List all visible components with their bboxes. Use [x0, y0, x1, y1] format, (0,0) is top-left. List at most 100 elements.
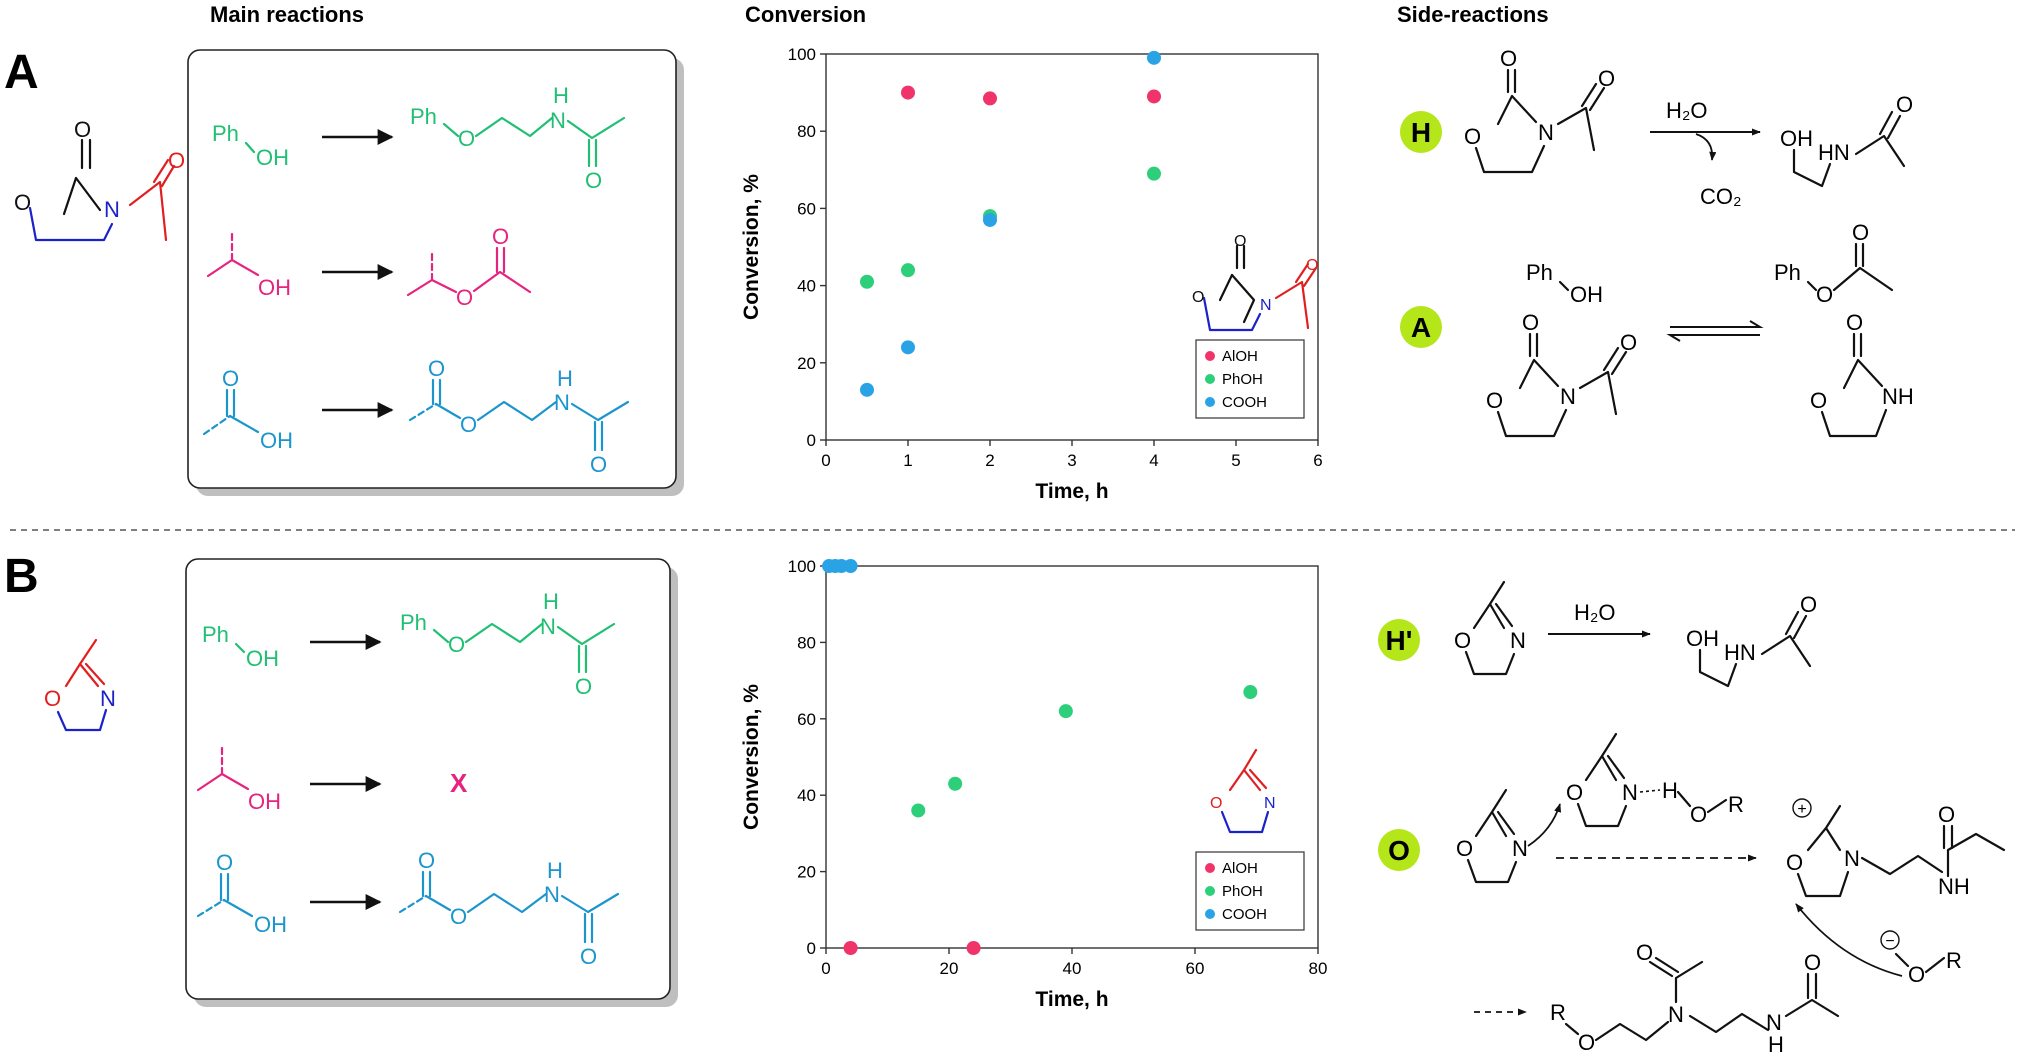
atom-o: O [216, 850, 233, 875]
x-axis-label: Time, h [1035, 988, 1108, 1011]
atom-n: N [1264, 795, 1276, 812]
atom-o: O [1210, 795, 1222, 812]
atom-h: H [543, 589, 559, 614]
atom-o: O [1852, 220, 1869, 245]
atom-h: H [547, 858, 563, 883]
atom-o: O [450, 904, 467, 929]
atom-h: H [1662, 778, 1678, 803]
atom-o: O [580, 944, 597, 969]
atom-n: N [1844, 846, 1860, 871]
co2-label: CO₂ [1700, 184, 1742, 209]
side-reaction-hydrolysis: H O O N O H₂O CO₂ OH HN O [1400, 46, 1913, 209]
point-cooh [860, 382, 874, 397]
atom-o: O [1464, 124, 1481, 149]
atom-o: O [585, 168, 602, 193]
legend-marker [1205, 397, 1215, 407]
inset-acetyl-oxazolidinone: O O N O [1192, 233, 1318, 332]
atom-o: O [1522, 310, 1539, 335]
y-tick-label: 60 [797, 199, 816, 218]
y-tick-label: 80 [797, 122, 816, 141]
hydroxyl-label: OH [260, 428, 293, 453]
atom-o: O [1816, 282, 1833, 307]
y-tick-label: 60 [797, 710, 816, 729]
phenyl-label: Ph [202, 622, 229, 647]
atom-n: N [104, 197, 120, 222]
atom-o: O [1804, 950, 1821, 975]
legend-label: COOH [1222, 394, 1267, 411]
atom-n: N [1766, 1010, 1782, 1035]
legend-label: COOH [1222, 906, 1267, 923]
y-tick-label: 0 [807, 431, 816, 450]
atom-n: N [100, 686, 116, 711]
atom-o: O [74, 117, 91, 142]
x-axis-label: Time, h [1035, 480, 1108, 503]
point-aloh [1147, 89, 1161, 104]
no-reaction-mark: X [450, 768, 468, 798]
atom-n: N [554, 390, 570, 415]
badge-h [1400, 111, 1442, 153]
x-tick-label: 40 [1063, 959, 1082, 978]
structure-acetyl-oxazolidinone: O O N O [14, 117, 185, 242]
point-phoh [860, 274, 874, 289]
atom-o: O [222, 366, 239, 391]
point-cooh [843, 559, 858, 573]
x-tick-label: 60 [1186, 959, 1205, 978]
point-phoh [1147, 166, 1161, 181]
x-tick-label: 5 [1231, 451, 1240, 470]
y-tick-label: 100 [788, 45, 816, 64]
atom-n: N [550, 108, 566, 133]
hydroxyl-label: OH [1570, 282, 1603, 307]
x-tick-label: 0 [821, 959, 830, 978]
y-axis-label: Conversion, % [740, 174, 763, 320]
point-phoh [1058, 704, 1073, 719]
atom-o: O [575, 674, 592, 699]
side-reaction-acylation: A Ph OH O O N O Ph O O O O NH [1400, 220, 1914, 438]
atom-o: O [1500, 46, 1517, 71]
r-group: R [1550, 1000, 1566, 1025]
phenyl-label: Ph [1526, 260, 1553, 285]
hydroxyl-label: OH [1686, 626, 1719, 651]
atom-n: N [1668, 1002, 1684, 1027]
legend-marker [1205, 863, 1215, 873]
phenyl-label: Ph [400, 610, 427, 635]
atom-o: O [1234, 233, 1246, 250]
x-tick-label: 6 [1313, 451, 1322, 470]
hydroxyl-label: OH [1780, 126, 1813, 151]
y-tick-label: 20 [797, 863, 816, 882]
x-tick-label: 0 [821, 451, 830, 470]
legend-label: PhOH [1222, 883, 1263, 900]
y-axis-label: Conversion, % [740, 684, 763, 830]
main-reactions-box-b [185, 558, 671, 1000]
structure-methyl-oxazoline: O N [44, 638, 116, 732]
point-cooh [983, 212, 997, 227]
atom-o: O [1486, 388, 1503, 413]
reaction-alcohol-b: OH X [196, 742, 468, 814]
hydroxyl-label: OH [258, 275, 291, 300]
atom-h: H [1768, 1032, 1784, 1056]
y-tick-label: 20 [797, 354, 816, 373]
atom-o: O [1846, 310, 1863, 335]
atom-o: O [14, 190, 31, 215]
header-side-reactions: Side-reactions [1397, 2, 1549, 27]
atom-o: O [1786, 850, 1803, 875]
water-label: H₂O [1574, 600, 1616, 625]
negative-charge [1880, 930, 1900, 950]
atom-o: O [1454, 628, 1471, 653]
y-tick-label: 40 [797, 786, 816, 805]
legend-marker [1205, 351, 1215, 361]
atom-o: O [1306, 257, 1318, 274]
legend-label: AlOH [1222, 348, 1258, 365]
atom-o: O [1192, 289, 1204, 306]
point-aloh [843, 941, 858, 955]
point-phoh [901, 263, 915, 278]
hydroxyl-label: OH [256, 145, 289, 170]
header-main-reactions: Main reactions [210, 2, 364, 27]
atom-o: O [44, 686, 61, 711]
badge-o [1378, 829, 1420, 871]
x-tick-label: 2 [985, 451, 994, 470]
hydroxyl-label: OH [248, 789, 281, 814]
atom-o: O [1578, 1030, 1595, 1055]
point-aloh [966, 941, 981, 955]
atom-o: O [1938, 802, 1955, 827]
